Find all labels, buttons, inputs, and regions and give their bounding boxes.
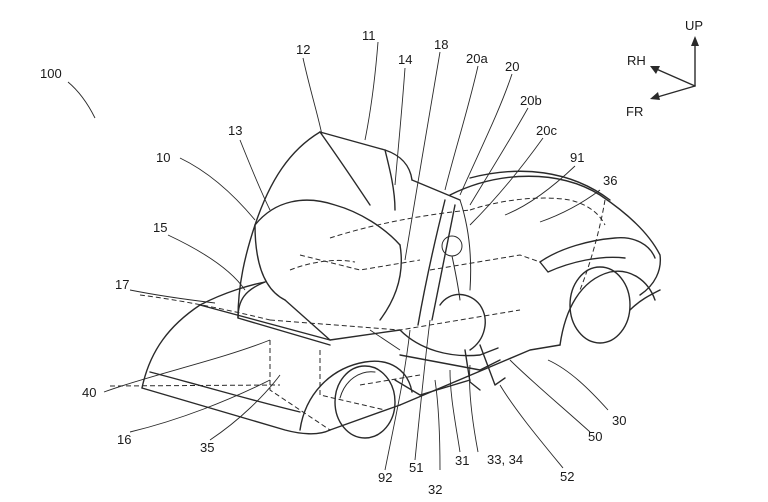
- axis-fr-label: FR: [626, 104, 643, 119]
- label-33-34: 33, 34: [487, 452, 523, 467]
- direction-axes: UP RH FR: [626, 18, 703, 119]
- label-13: 13: [228, 123, 242, 138]
- label-51: 51: [409, 460, 423, 475]
- axis-rh-label: RH: [627, 53, 646, 68]
- label-91: 91: [570, 150, 584, 165]
- label-50: 50: [588, 429, 602, 444]
- label-20b: 20b: [520, 93, 542, 108]
- hidden-lines: [109, 197, 606, 431]
- label-100: 100: [40, 66, 62, 81]
- label-92: 92: [378, 470, 392, 485]
- label-12: 12: [296, 42, 310, 57]
- label-17: 17: [115, 277, 129, 292]
- label-14: 14: [398, 52, 412, 67]
- label-36: 36: [603, 173, 617, 188]
- reference-labels: 100 10 11 12 13 14 15 16 17 18 20 20a 20…: [40, 28, 626, 497]
- label-52: 52: [560, 469, 574, 484]
- vehicle-body: [141, 131, 662, 439]
- label-15: 15: [153, 220, 167, 235]
- label-31: 31: [455, 453, 469, 468]
- label-30: 30: [612, 413, 626, 428]
- label-32: 32: [428, 482, 442, 497]
- axis-up-label: UP: [685, 18, 703, 33]
- label-35: 35: [200, 440, 214, 455]
- leader-lines: [67, 41, 609, 471]
- label-11: 11: [362, 28, 376, 43]
- label-18: 18: [434, 37, 448, 52]
- label-40: 40: [82, 385, 96, 400]
- label-20a: 20a: [466, 51, 488, 66]
- label-10: 10: [156, 150, 170, 165]
- label-20: 20: [505, 59, 519, 74]
- label-16: 16: [117, 432, 131, 447]
- label-20c: 20c: [536, 123, 557, 138]
